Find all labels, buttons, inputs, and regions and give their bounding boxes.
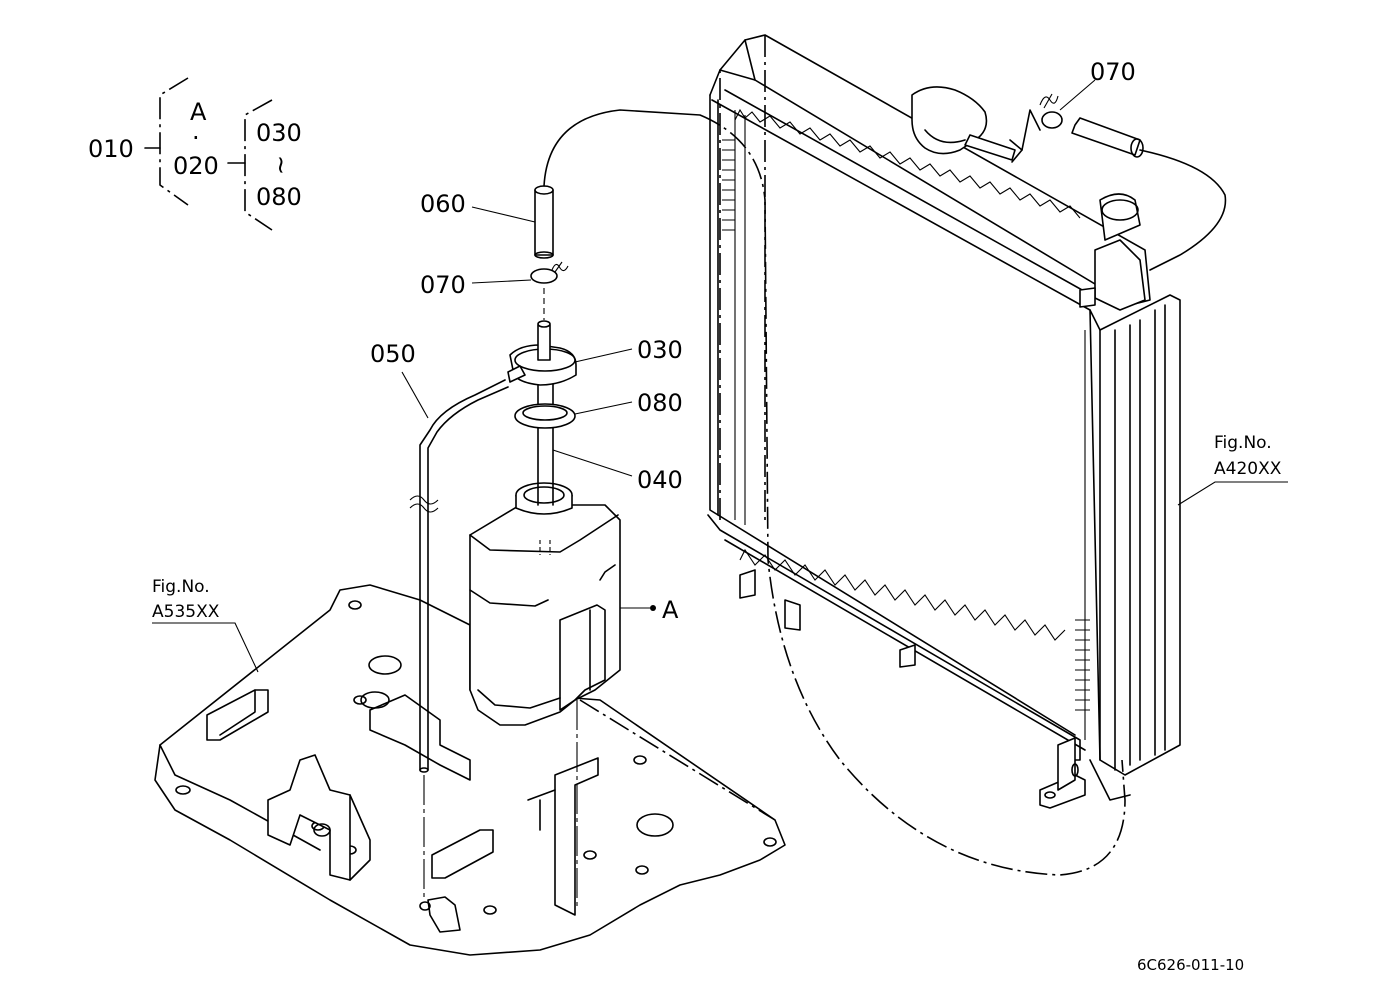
hose-upper — [530, 109, 701, 320]
callout-060: 060 — [420, 190, 466, 218]
callout-A: A — [190, 98, 207, 126]
callout-labels: 010 A · 020 030 ~ 080 060 070 050 030 08… — [88, 58, 1136, 624]
callout-070-right: 070 — [1090, 58, 1136, 86]
base-fig-code: A535XX — [152, 602, 220, 622]
radiator-fig-label: Fig.No. — [1214, 433, 1272, 453]
radiator — [707, 34, 1227, 809]
callout-tilde: ~ — [267, 155, 295, 175]
base-plate — [154, 584, 786, 956]
overflow-hose — [409, 379, 509, 900]
callout-dot: · — [192, 124, 200, 152]
figure-references: Fig.No. A420XX Fig.No. A535XX — [152, 433, 1282, 622]
callout-040: 040 — [637, 466, 683, 494]
callout-080-range: 080 — [256, 183, 302, 211]
callout-020: 020 — [173, 152, 219, 180]
drawing-number: 6C626-011-10 — [1137, 956, 1244, 974]
o-ring — [514, 403, 576, 429]
tank-cap — [507, 320, 577, 386]
inner-pipe — [537, 364, 554, 506]
callout-080: 080 — [637, 389, 683, 417]
callout-050: 050 — [370, 340, 416, 368]
callout-070-left: 070 — [420, 271, 466, 299]
base-fig-label: Fig.No. — [152, 577, 210, 597]
callout-030: 030 — [637, 336, 683, 364]
callout-010: 010 — [88, 135, 134, 163]
callout-030-range: 030 — [256, 119, 302, 147]
leader-lines — [144, 77, 1288, 673]
reserve-tank — [469, 482, 621, 910]
radiator-fig-code: A420XX — [1214, 459, 1282, 479]
callout-A-tank: A — [662, 596, 679, 624]
